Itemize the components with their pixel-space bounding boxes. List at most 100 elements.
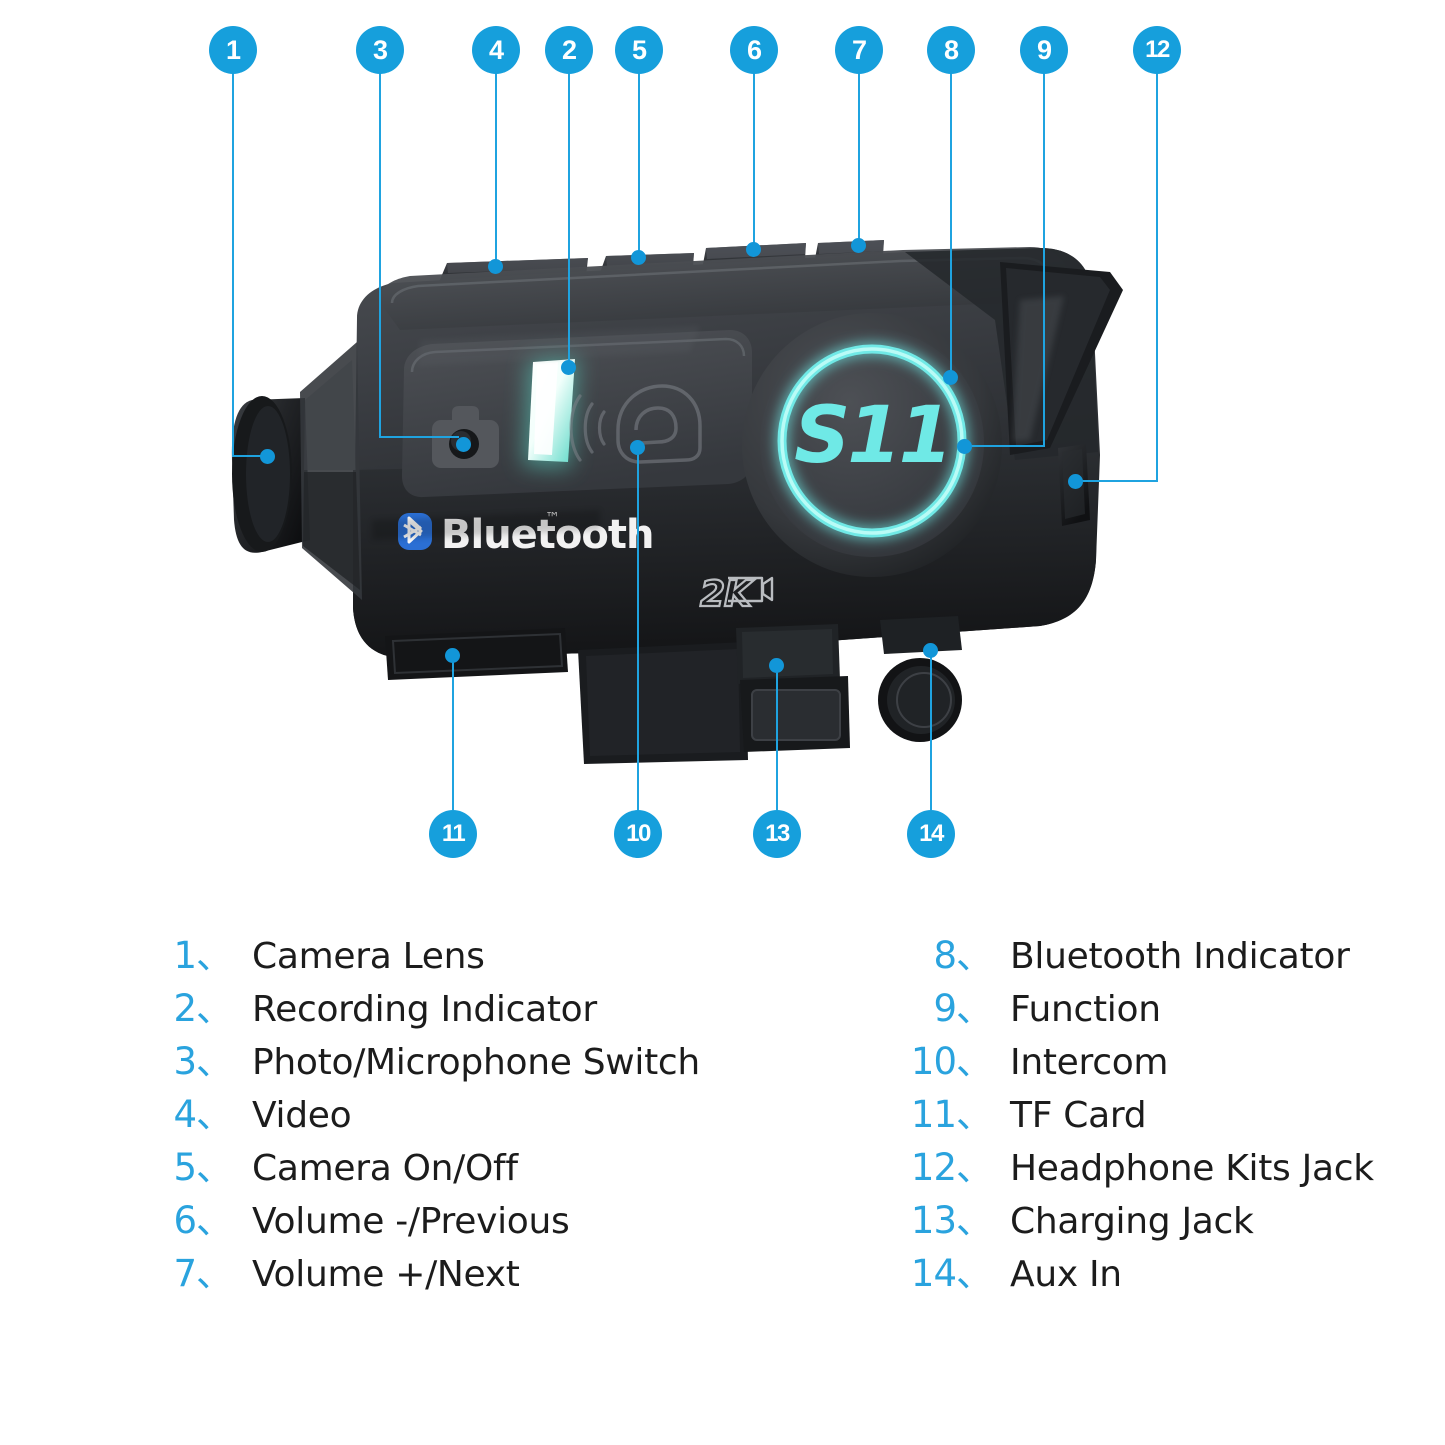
callout-badge-5[interactable]: 5 (615, 26, 663, 74)
legend-item: 12、 Headphone Kits Jack (892, 1137, 1412, 1190)
leader-line-11 (452, 655, 454, 810)
leader-line-1-elbow (232, 455, 267, 457)
leader-line-1 (232, 72, 234, 457)
callout-badge-12[interactable]: 12 (1133, 26, 1181, 74)
callout-badge-11[interactable]: 11 (429, 810, 477, 858)
callout-badge-10[interactable]: 10 (614, 810, 662, 858)
legend-item: 3、 Photo/Microphone Switch (158, 1031, 778, 1084)
callout-dot-7 (851, 238, 866, 253)
legend-item: 7、Volume +/Next (158, 1243, 778, 1296)
callout-dot-1 (260, 449, 275, 464)
recording-indicator (523, 356, 578, 468)
tf-card-slot[interactable] (385, 628, 568, 680)
legend-item-number: 14、 (910, 1252, 993, 1295)
callout-dot-14 (923, 643, 938, 658)
leader-line-14 (930, 650, 932, 810)
leader-line-3 (379, 72, 381, 437)
resolution-text: 2K (700, 574, 755, 615)
intercom-icon[interactable] (569, 384, 702, 464)
leader-line-5 (638, 72, 640, 257)
leader-line-8 (950, 72, 952, 377)
legend-item: 4、 Video (158, 1084, 778, 1137)
callout-dot-10 (630, 440, 645, 455)
legend-item-label: Photo/Microphone Switch (252, 1042, 700, 1083)
callout-badge-2[interactable]: 2 (545, 26, 593, 74)
legend-item-label: Camera Lens (252, 936, 485, 977)
legend-item: 5、 Camera On/Off (158, 1137, 778, 1190)
aux-in-port[interactable] (878, 616, 962, 742)
legend-column-right: 8、 Bluetooth Indicator 9、 Function 10、 Interc… (892, 925, 1412, 1296)
callout-badge-6[interactable]: 6 (730, 26, 778, 74)
legend-item-label: Aux In (1010, 1254, 1122, 1295)
resolution-badge: 2K (699, 573, 774, 616)
legend-item: 13、 Charging Jack (892, 1190, 1412, 1243)
legend-item-number: 12、 (910, 1146, 993, 1189)
legend-item: 6、 Volume -/Previous (158, 1190, 778, 1243)
callout-badge-4[interactable]: 4 (472, 26, 520, 74)
legend-item-label: Recording Indicator (252, 989, 597, 1030)
legend-item-number: 6、 (173, 1199, 233, 1242)
legend: 1、 Camera Lens 2、 Recording Indicator 3、 Phot… (0, 925, 1445, 1345)
legend-item-number: 4、 (173, 1093, 233, 1136)
legend-item-number: 9、 (933, 987, 993, 1030)
legend-item-label: TF Card (1010, 1095, 1147, 1136)
leader-line-9 (1043, 72, 1045, 447)
legend-item-label: Headphone Kits Jack (1010, 1148, 1374, 1189)
callout-dot-5 (631, 250, 646, 265)
leader-line-2 (568, 72, 570, 367)
callout-badge-8[interactable]: 8 (927, 26, 975, 74)
leader-line-12-elbow (1074, 480, 1158, 482)
callout-badge-1[interactable]: 1 (209, 26, 257, 74)
top-shoulder-plate (378, 247, 1072, 330)
model-logo: S11 (794, 391, 950, 481)
leader-line-3-elbow (379, 436, 459, 438)
legend-item-number: 5、 (173, 1146, 233, 1189)
legend-item-label: Charging Jack (1010, 1201, 1254, 1242)
callout-dot-11 (445, 648, 460, 663)
legend-column-left: 1、 Camera Lens 2、 Recording Indicator 3、 Phot… (158, 925, 778, 1296)
legend-item: 14、 Aux In (892, 1243, 1412, 1296)
callout-badge-3[interactable]: 3 (356, 26, 404, 74)
legend-item: 1、 Camera Lens (158, 925, 778, 978)
legend-item-number: 1、 (173, 934, 233, 977)
callout-dot-12 (1068, 474, 1083, 489)
legend-item-number: 10、 (910, 1040, 993, 1083)
callout-badge-14[interactable]: 14 (907, 810, 955, 858)
callout-badge-13[interactable]: 13 (753, 810, 801, 858)
mount-bracket (578, 642, 748, 764)
legend-item-number: 2、 (173, 987, 233, 1030)
callout-dot-2 (561, 360, 576, 375)
leader-line-4 (495, 72, 497, 267)
legend-item: 2、 Recording Indicator (158, 978, 778, 1031)
callout-dot-4 (488, 259, 503, 274)
leader-line-13 (776, 665, 778, 810)
legend-item-label: Function (1010, 989, 1161, 1030)
legend-item-number: 13、 (910, 1199, 993, 1242)
legend-item-label: Intercom (1010, 1042, 1169, 1083)
legend-item-label: Bluetooth Indicator (1010, 936, 1350, 977)
legend-item-number: 7、 (173, 1252, 233, 1295)
leader-line-12 (1156, 72, 1158, 482)
callout-dot-6 (746, 242, 761, 257)
callout-dot-3 (456, 437, 471, 452)
callout-badge-7[interactable]: 7 (835, 26, 883, 74)
legend-item: 10、 Intercom (892, 1031, 1412, 1084)
legend-item: 8、 Bluetooth Indicator (892, 925, 1412, 978)
callout-dot-8 (943, 370, 958, 385)
leader-line-9-elbow (962, 445, 1045, 447)
legend-item-number: 8、 (933, 934, 993, 977)
leader-line-7 (858, 72, 860, 244)
function-knob[interactable] (742, 313, 1002, 577)
legend-item-label: Camera On/Off (252, 1148, 518, 1189)
legend-item-number: 3、 (173, 1040, 233, 1083)
callout-badge-9[interactable]: 9 (1020, 26, 1068, 74)
legend-item: 11、 TF Card (892, 1084, 1412, 1137)
callout-dot-13 (769, 658, 784, 673)
legend-item-label: Volume -/Previous (252, 1201, 570, 1242)
leader-line-6 (753, 72, 755, 249)
legend-item-number: 11、 (910, 1093, 993, 1136)
legend-item-label: Video (252, 1095, 352, 1136)
charging-jack[interactable] (736, 624, 850, 752)
